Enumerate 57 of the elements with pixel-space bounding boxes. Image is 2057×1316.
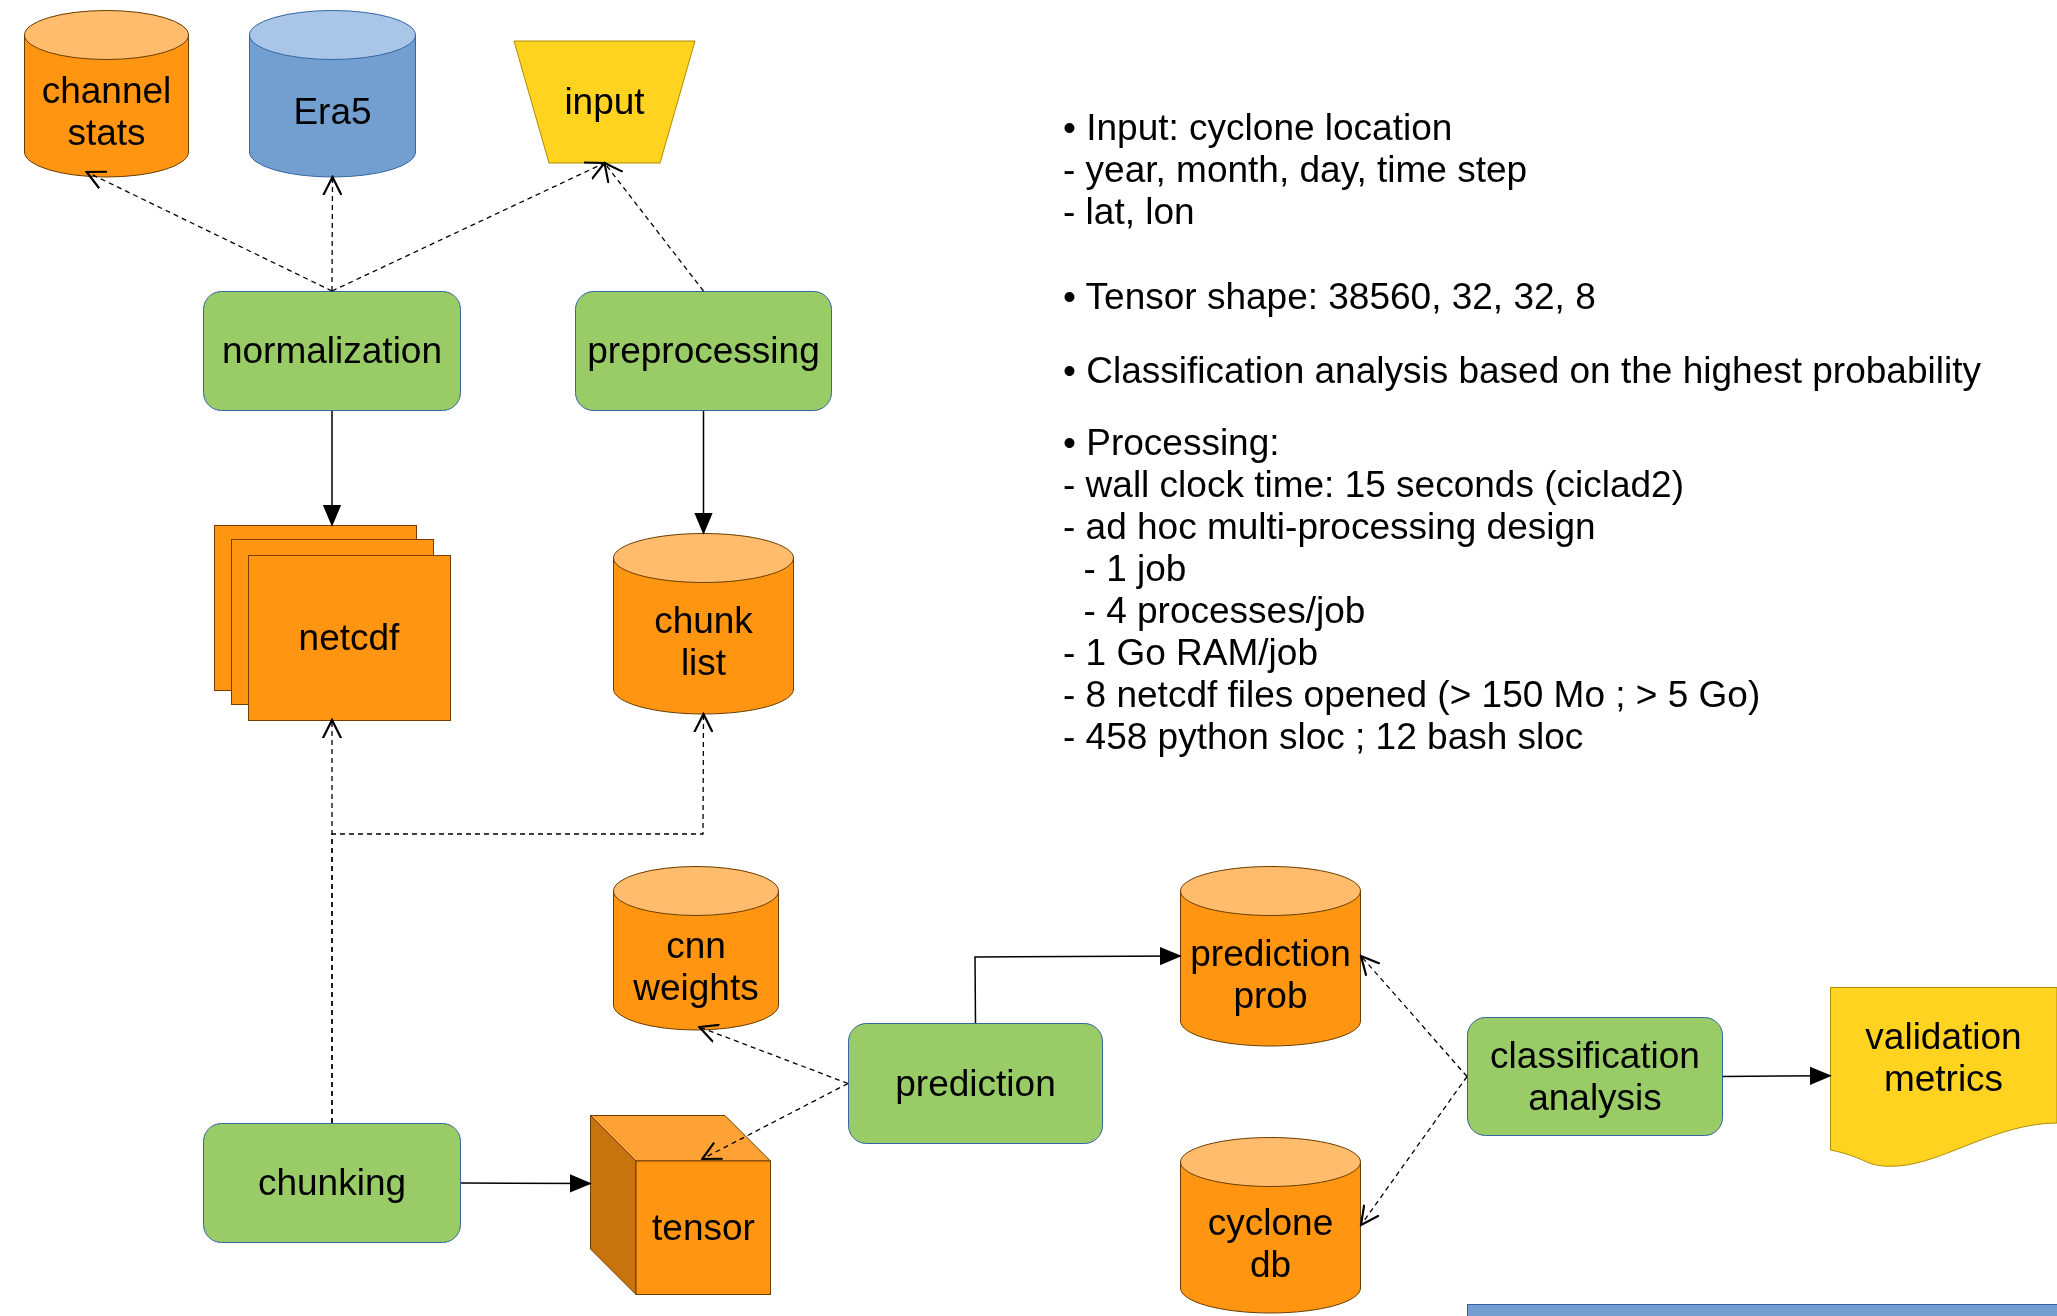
arrow <box>974 946 1182 1024</box>
note-text: - lat, lon <box>1063 192 1195 233</box>
node-label: prediction prob <box>1189 932 1352 1017</box>
arrow <box>322 410 342 527</box>
node-label: Era5 <box>293 91 372 134</box>
arrow <box>331 712 714 1124</box>
database-cylinder <box>1180 866 1361 1046</box>
note-text: - year, month, day, time step <box>1063 150 1528 191</box>
process-box <box>1467 1017 1723 1136</box>
database-cylinder <box>24 10 189 177</box>
arrow <box>1722 1066 1832 1085</box>
note-text: - ad hoc multi-processing design <box>1063 507 1596 548</box>
process-box <box>203 291 461 411</box>
note-text: - 8 netcdf files opened (> 150 Mo ; > 5 Go) <box>1063 675 1761 716</box>
process-box <box>203 1123 461 1243</box>
arrow <box>331 161 606 292</box>
node-label: chunk list <box>653 600 754 685</box>
node-label: cyclone db <box>1206 1201 1335 1286</box>
input-trapezoid <box>514 41 695 163</box>
node-label: channel stats <box>40 70 173 155</box>
node-label: netcdf <box>298 616 400 659</box>
note-text: - 1 Go RAM/job <box>1063 633 1318 674</box>
database-cylinder <box>249 10 416 177</box>
arrow <box>322 175 343 292</box>
arrow <box>698 1023 849 1085</box>
note-text: • Classification analysis based on the highest probability <box>1063 351 1981 392</box>
arrow <box>694 410 713 535</box>
arrow <box>603 161 705 292</box>
node-label: normalization <box>221 330 443 372</box>
node-label: prediction <box>895 1062 1056 1105</box>
database-cylinder <box>1180 1137 1361 1313</box>
note-text: - 458 python sloc ; 12 bash sloc <box>1063 717 1584 758</box>
note-text: • Processing: <box>1063 423 1280 464</box>
note-text: - 4 processes/job <box>1082 591 1366 632</box>
node-label: cnn weights <box>632 924 760 1009</box>
process-box <box>848 1023 1103 1144</box>
node-label: chunking <box>257 1162 407 1204</box>
database-cylinder <box>613 866 779 1030</box>
file-stack <box>214 525 450 720</box>
note-text: - 1 job <box>1082 549 1187 590</box>
arrow <box>85 170 333 292</box>
arrow <box>460 1174 592 1193</box>
document-shape <box>1830 987 2057 1168</box>
arrow <box>1359 954 1468 1078</box>
node-label: tensor <box>652 1207 755 1249</box>
node-label: classification analysis <box>1489 1034 1701 1119</box>
arrow <box>1359 1075 1468 1227</box>
note-text: • Tensor shape: 38560, 32, 32, 8 <box>1063 277 1596 318</box>
note-text: - wall clock time: 15 seconds (ciclad2) <box>1063 465 1684 506</box>
node-label: validation metrics <box>1864 1015 2023 1100</box>
arrow <box>701 1082 849 1161</box>
node-label: input <box>564 81 645 123</box>
note-text: • Input: cyclone location <box>1063 108 1453 149</box>
cube-shape <box>590 1115 771 1295</box>
database-cylinder <box>613 533 794 714</box>
node-label: preprocessing <box>587 330 820 372</box>
process-box <box>575 291 832 411</box>
